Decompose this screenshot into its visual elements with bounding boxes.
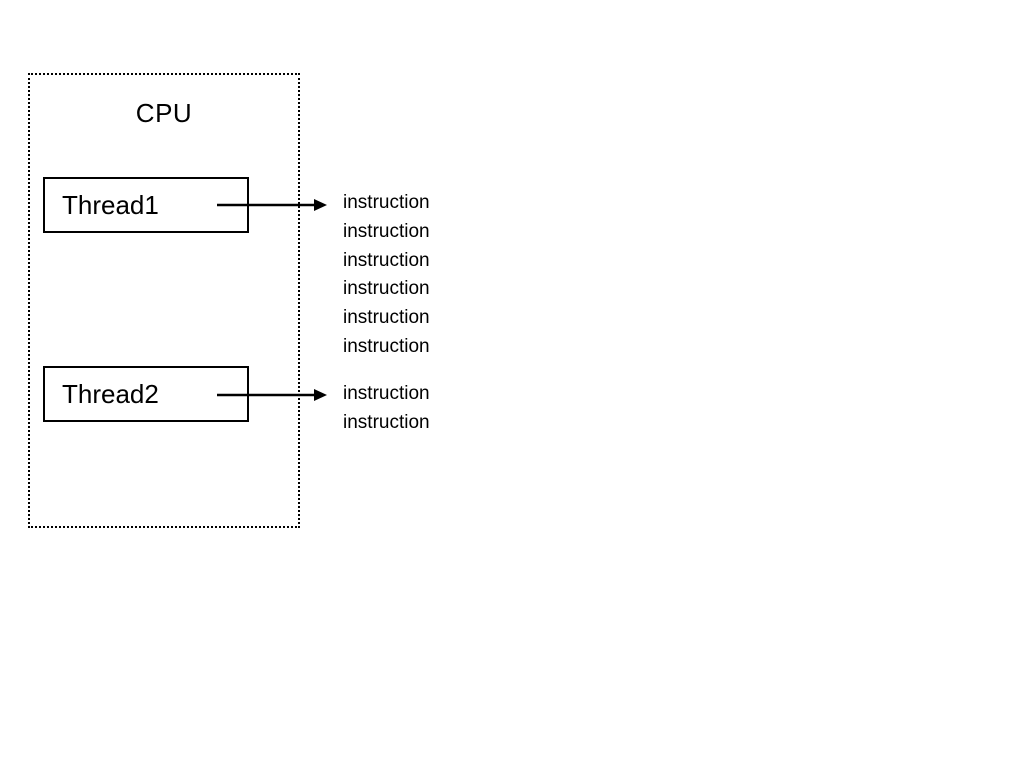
thread-2-instruction-list: instruction instruction bbox=[343, 380, 430, 438]
instruction-item: instruction bbox=[343, 220, 430, 242]
instruction-item: instruction bbox=[343, 307, 430, 329]
cpu-boundary bbox=[28, 73, 300, 528]
instruction-item: instruction bbox=[343, 335, 430, 357]
thread-2-box: Thread2 bbox=[43, 366, 249, 422]
instruction-item: instruction bbox=[343, 249, 430, 271]
thread-2-label: Thread2 bbox=[62, 379, 159, 409]
thread-1-instruction-list: instruction instruction instruction inst… bbox=[343, 189, 430, 362]
instruction-item: instruction bbox=[343, 383, 430, 404]
thread-2-arrow-head bbox=[314, 389, 327, 401]
thread-1-arrow-head bbox=[314, 199, 327, 211]
thread-1-label: Thread1 bbox=[62, 190, 159, 220]
instruction-item: instruction bbox=[343, 192, 430, 213]
instruction-item: instruction bbox=[343, 278, 430, 300]
instruction-item: instruction bbox=[343, 411, 430, 433]
cpu-label: CPU bbox=[135, 98, 193, 128]
thread-1-box: Thread1 bbox=[43, 177, 249, 233]
